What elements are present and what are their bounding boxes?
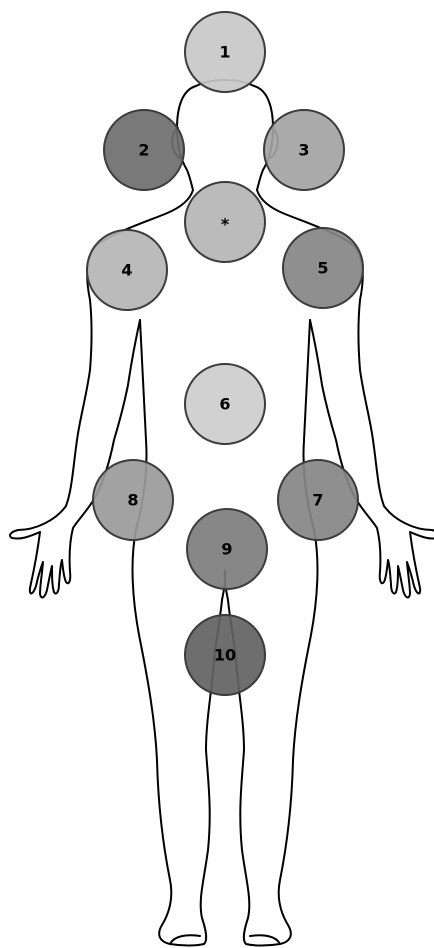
marker-circle[interactable]	[184, 363, 266, 445]
marker-layer: 1 2 3 * 4 5 6 8 7 9 10	[86, 11, 364, 696]
marker-10[interactable]: 10	[184, 614, 266, 696]
marker-label: 8	[127, 491, 138, 510]
marker-label: 7	[312, 491, 323, 510]
marker-7[interactable]: 7	[277, 459, 359, 541]
marker-label: *	[221, 215, 230, 234]
marker-circle[interactable]	[86, 229, 168, 311]
marker-circle[interactable]	[186, 508, 268, 590]
marker-star[interactable]: *	[184, 181, 266, 263]
marker-1[interactable]: 1	[184, 11, 266, 93]
marker-circle[interactable]	[184, 11, 266, 93]
marker-label: 5	[317, 259, 328, 278]
marker-label: 3	[298, 141, 309, 160]
body-outline	[9, 79, 434, 947]
marker-5[interactable]: 5	[282, 227, 364, 309]
marker-label: 6	[219, 395, 230, 414]
marker-circle[interactable]	[277, 459, 359, 541]
marker-circle[interactable]	[103, 109, 185, 191]
marker-label: 9	[221, 540, 232, 559]
marker-label: 2	[138, 141, 149, 160]
marker-3[interactable]: 3	[263, 109, 345, 191]
marker-label: 10	[214, 646, 236, 665]
marker-circle[interactable]	[184, 181, 266, 263]
marker-8[interactable]: 8	[92, 459, 174, 541]
marker-label: 1	[219, 43, 230, 62]
marker-9[interactable]: 9	[186, 508, 268, 590]
marker-circle[interactable]	[263, 109, 345, 191]
marker-circle[interactable]	[184, 614, 266, 696]
marker-2[interactable]: 2	[103, 109, 185, 191]
marker-4[interactable]: 4	[86, 229, 168, 311]
marker-circle[interactable]	[282, 227, 364, 309]
marker-6[interactable]: 6	[184, 363, 266, 445]
marker-label: 4	[121, 261, 132, 280]
marker-circle[interactable]	[92, 459, 174, 541]
